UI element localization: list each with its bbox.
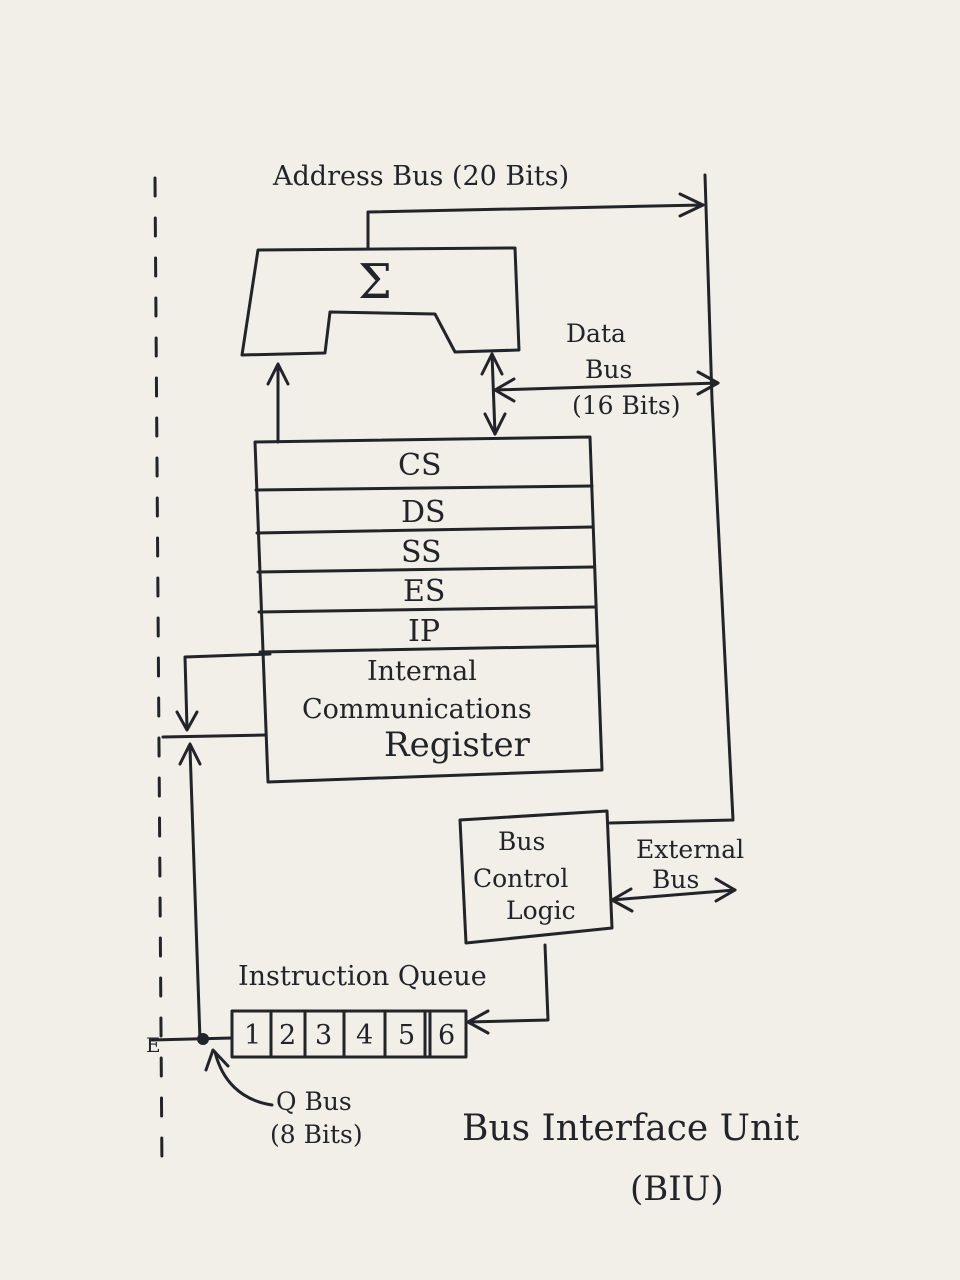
data-bus-arrow-right	[696, 370, 720, 396]
register-ss: SS	[401, 535, 442, 570]
register-ds: DS	[401, 495, 446, 530]
external-bus-label-line2: Bus	[652, 865, 699, 894]
queue-cell-5: 5	[398, 1020, 415, 1051]
external-bus-arrow-left	[610, 887, 634, 913]
icr-label-line3: Register	[384, 725, 531, 765]
q-bus-up-arrowhead	[178, 742, 202, 766]
diagram-title: Bus Interface Unit	[462, 1108, 800, 1149]
icr-label-line2: Communications	[302, 694, 532, 725]
icr-feedback-arrowhead	[175, 710, 199, 732]
data-bus-label-line3: (16 Bits)	[572, 391, 681, 420]
adder-register-arrow-bottom	[483, 412, 507, 436]
q-bus-label-line1: Q Bus	[276, 1087, 352, 1116]
bus-control-logic-box	[458, 809, 614, 945]
data-bus-arrow-left	[493, 377, 516, 403]
q-bus-junction	[197, 1033, 209, 1045]
data-bus-label-line2: Bus	[585, 355, 632, 384]
adder-block	[240, 246, 521, 357]
adder-register-link	[490, 352, 497, 436]
bcl-to-queue-line	[466, 943, 550, 1024]
register-divider-5	[258, 644, 598, 654]
external-bus-label-line1: External	[636, 835, 744, 864]
left-stub-mark: E	[146, 1033, 161, 1057]
right-bus-to-bcl	[608, 398, 735, 825]
external-bus-arrow-right	[714, 877, 737, 903]
icr-label-line1: Internal	[367, 656, 477, 687]
q-bus-label-line2: (8 Bits)	[270, 1120, 363, 1149]
q-bus-vertical	[188, 746, 202, 1042]
instruction-queue	[230, 1009, 468, 1059]
queue-cell-6: 6	[438, 1020, 455, 1051]
instruction-queue-label: Instruction Queue	[238, 961, 487, 992]
adder-sigma-symbol: Σ	[358, 254, 392, 310]
register-cs: CS	[398, 448, 442, 483]
q-bus-pointer	[213, 1050, 274, 1107]
address-bus-label: Address Bus (20 Bits)	[272, 161, 569, 192]
right-vertical-bus	[703, 173, 714, 402]
register-divider-4	[257, 605, 597, 614]
queue-cell-2: 2	[279, 1020, 296, 1051]
register-ip: IP	[408, 614, 440, 649]
diagram-abbreviation: (BIU)	[630, 1169, 724, 1209]
data-bus-line	[493, 381, 720, 392]
bcl-to-queue-arrowhead	[466, 1009, 490, 1035]
bcl-label-line2: Control	[473, 864, 568, 893]
queue-cell-4: 4	[356, 1020, 373, 1051]
bcl-label-line1: Bus	[498, 827, 545, 856]
adder-register-arrow-top	[480, 352, 504, 376]
queue-cell-3: 3	[315, 1020, 332, 1051]
queue-cell-1: 1	[244, 1020, 261, 1051]
icr-left-tap	[161, 733, 268, 739]
icr-feedback-line	[183, 652, 272, 730]
segment-to-adder-arrowhead	[266, 362, 290, 386]
register-divider-2	[255, 525, 595, 535]
boundary-dashed-line	[153, 176, 164, 1174]
register-divider-1	[254, 484, 594, 492]
q-bus-pointer-arrowhead	[204, 1048, 230, 1072]
register-stack	[253, 435, 604, 784]
data-bus-label-line1: Data	[566, 319, 626, 348]
address-bus-arrowhead	[678, 192, 705, 218]
address-bus-line	[366, 203, 705, 250]
q-bus-horizontal	[150, 1036, 234, 1042]
bcl-label-line3: Logic	[506, 896, 576, 925]
register-es: ES	[403, 574, 445, 609]
register-divider-3	[256, 565, 596, 574]
external-bus-line	[610, 888, 737, 902]
